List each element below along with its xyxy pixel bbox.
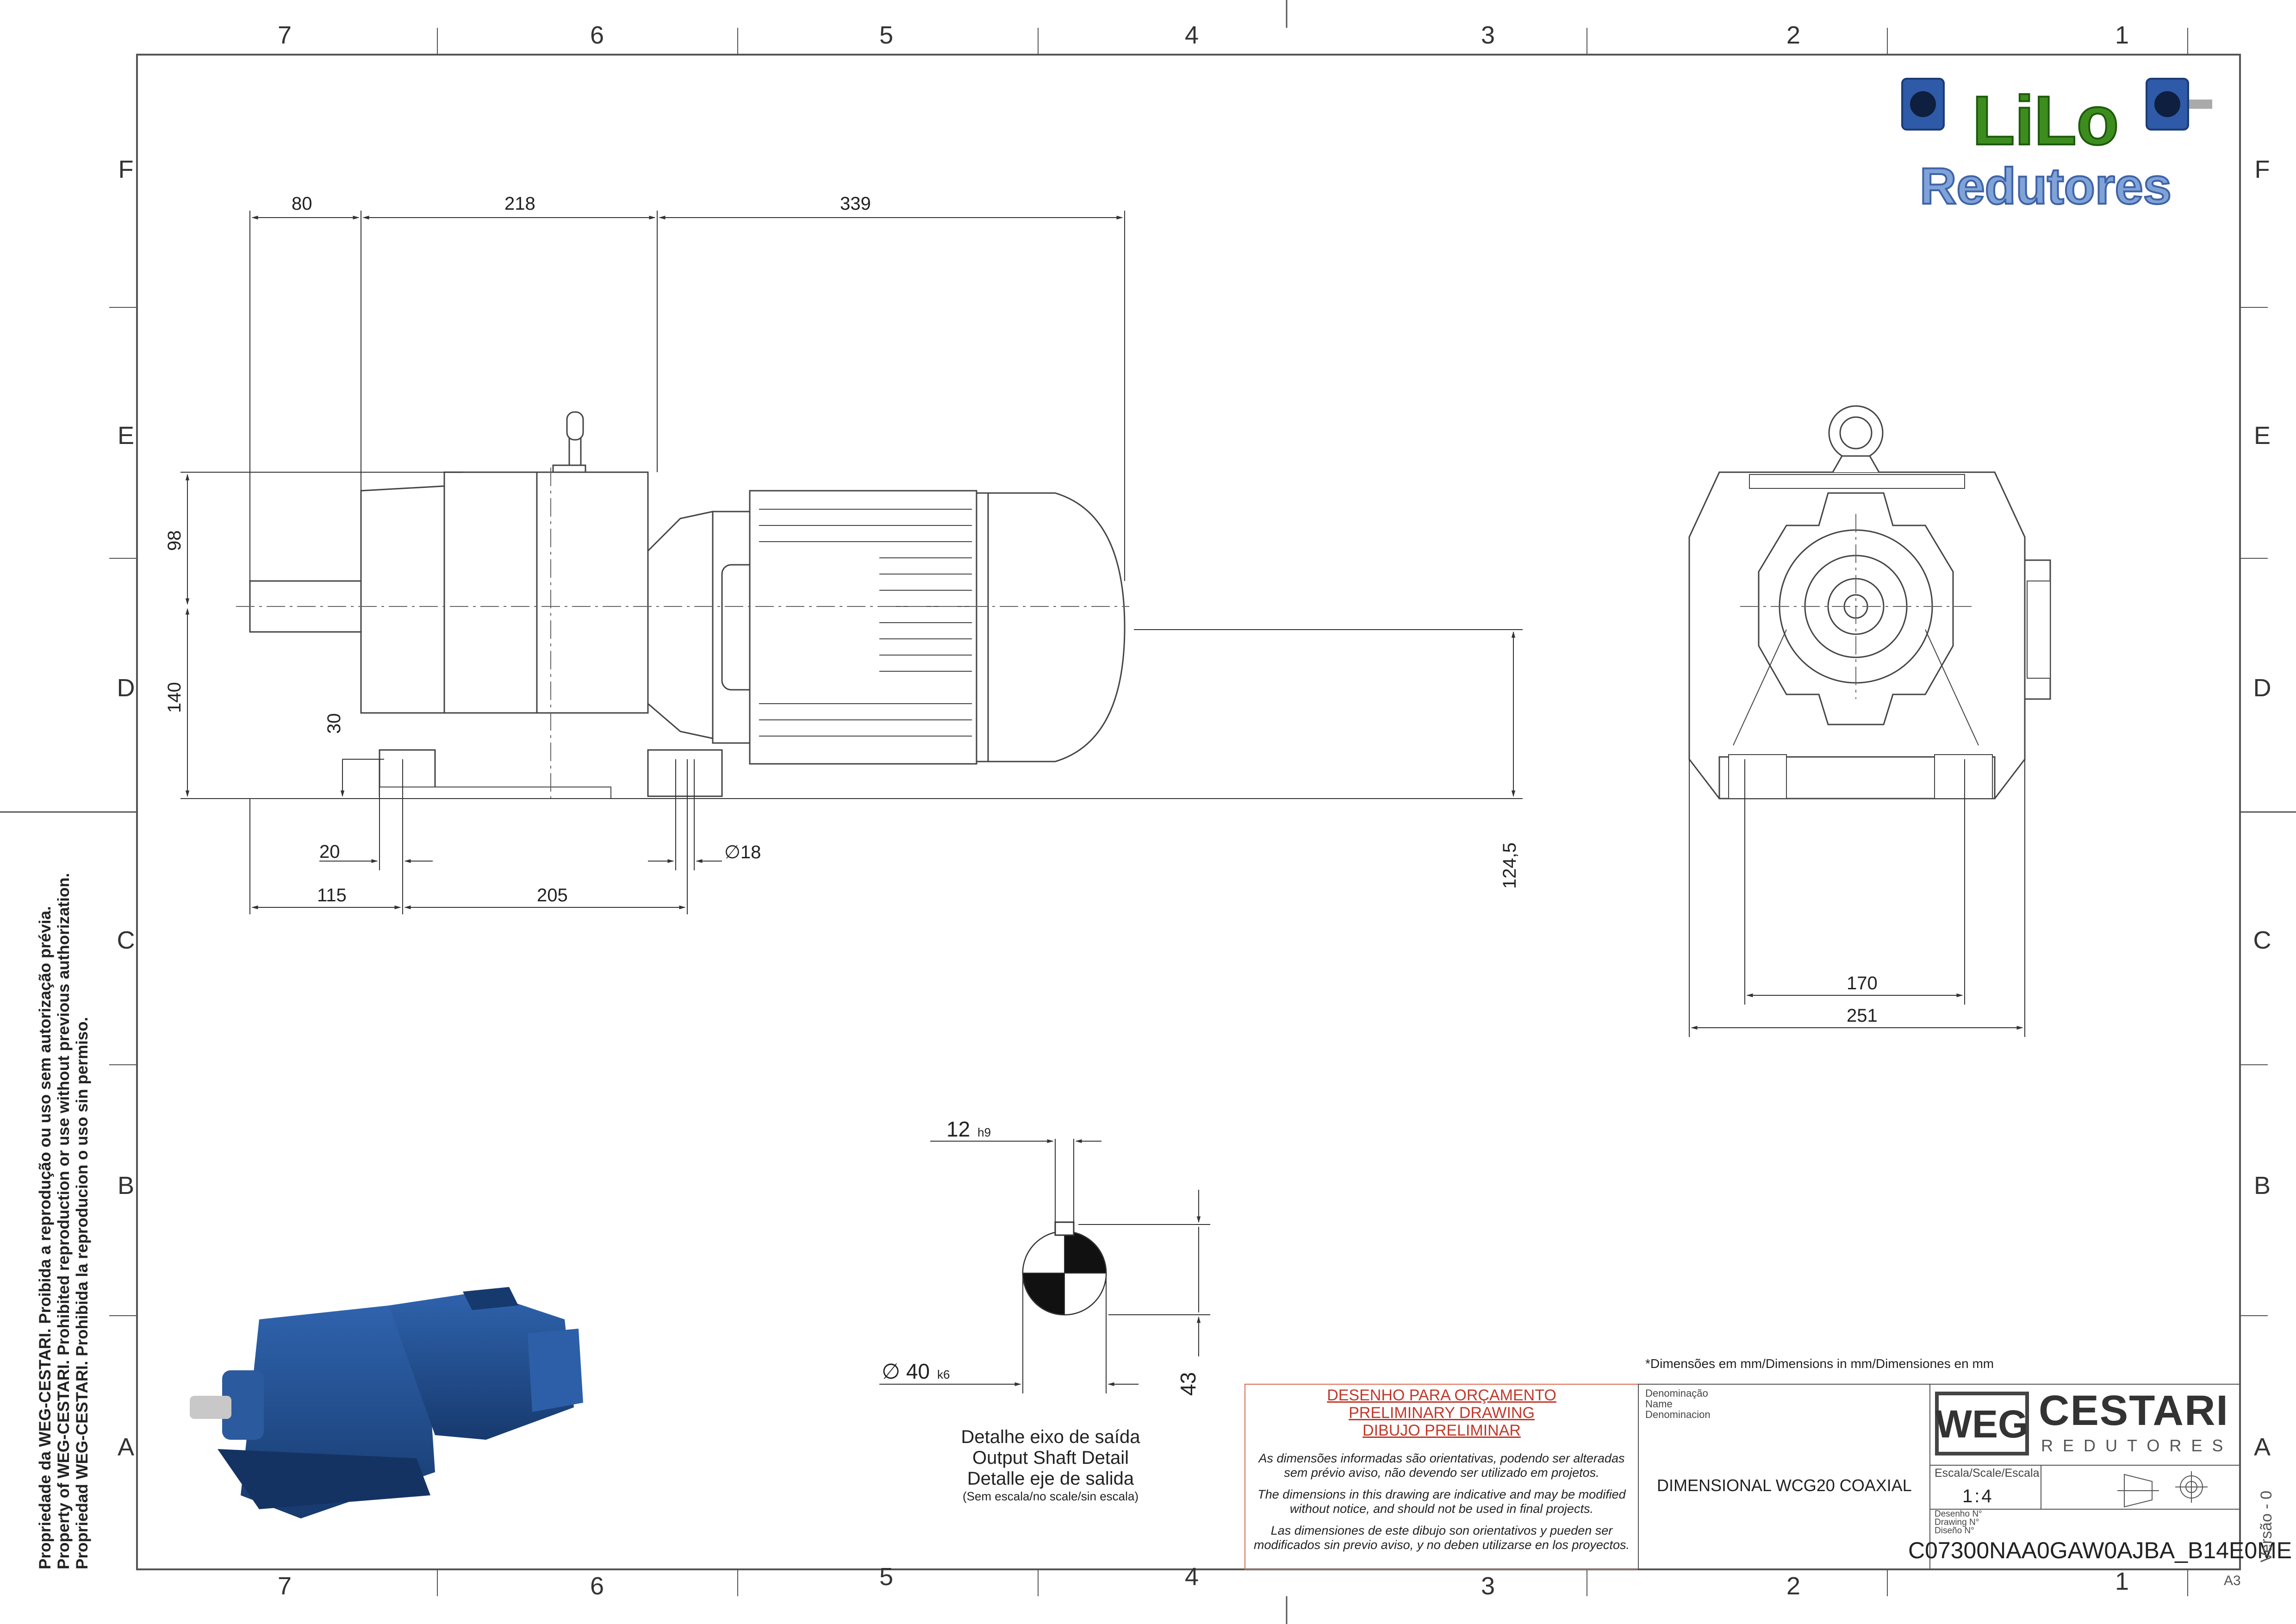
preliminary-notice: DESENHO PARA ORÇAMENTO PRELIMINARY DRAWI… [1245, 1387, 1638, 1552]
shaft-detail-caption: Detalhe eixo de saída Output Shaft Detai… [907, 1427, 1194, 1504]
dim-339: 339 [840, 194, 871, 214]
preliminary-es: DIBUJO PRELIMINAR [1363, 1422, 1521, 1439]
dim-170: 170 [1847, 973, 1878, 993]
shaft-detail-en: Output Shaft Detail [972, 1448, 1129, 1468]
dim-124-5: 124,5 [1500, 842, 1520, 889]
zone-top-7: 7 [277, 21, 292, 49]
shaft-detail-es: Detalle eje de salida [967, 1468, 1134, 1489]
zone-right-E: E [2253, 422, 2271, 450]
scale-label: Escala/Scale/Escala [1935, 1467, 2040, 1480]
front-view [1688, 405, 2051, 800]
scale-value: 1:4 [1962, 1486, 1994, 1506]
dim-218: 218 [504, 194, 535, 214]
disclaimer-pt-1: As dimensões informadas são orientativas… [1258, 1451, 1625, 1465]
dim-140: 140 [164, 682, 185, 713]
zone-right-B: B [2253, 1172, 2271, 1199]
disclaimer-pt-2: sem prévio aviso, não devendo ser utiliz… [1284, 1466, 1599, 1480]
disclaimer-es-2: modificados sin previo aviso, y no deben… [1254, 1538, 1630, 1552]
dim-98: 98 [164, 530, 185, 551]
property-notice-pt: Propriedade da WEG-CESTARI. Proibida a r… [36, 906, 54, 1569]
units-note: *Dimensões em mm/Dimensions in mm/Dimens… [1645, 1356, 1994, 1371]
weg-logo: WEG [1935, 1392, 2029, 1455]
property-notice-es: Propriedad WEG-CESTARI. Prohibida la rep… [73, 1017, 91, 1569]
weg-logo-text: WEG [1935, 1402, 2028, 1446]
property-notice-en: Property of WEG-CESTARI. Prohibited repr… [55, 873, 73, 1569]
denomination-label-es: Denominacion [1645, 1409, 1711, 1420]
zone-bottom-7: 7 [277, 1572, 292, 1600]
preliminary-en: PRELIMINARY DRAWING [1349, 1404, 1535, 1422]
zone-bottom-5: 5 [879, 1563, 894, 1591]
drawing-number: C07300NAA0GAW0AJBA_B14E0ME [1908, 1537, 2292, 1563]
lilo-logo: LiLo Redutores [1901, 78, 2212, 216]
dim-205: 205 [537, 885, 568, 906]
zone-left-A: A [117, 1433, 135, 1461]
product-image [190, 1287, 583, 1518]
denomination-label-pt: Denominação [1645, 1387, 1708, 1399]
drawing-name: DIMENSIONAL WCG20 COAXIAL [1657, 1476, 1912, 1495]
zone-bottom-2: 2 [1786, 1572, 1801, 1600]
zone-left-D: D [117, 674, 135, 702]
title-block [1244, 1384, 2240, 1570]
zone-bottom-6: 6 [590, 1572, 604, 1600]
zone-top-3: 3 [1481, 21, 1495, 49]
drawing-number-label-es: Diseño N° [1935, 1526, 1974, 1536]
dim-80: 80 [292, 194, 312, 214]
dim-115: 115 [317, 885, 347, 906]
zone-right-C: C [2253, 926, 2271, 954]
disclaimer-en-2: without notice, and should not be used i… [1290, 1502, 1593, 1516]
zone-left-F: F [118, 156, 134, 183]
zone-right-F: F [2254, 156, 2270, 183]
sheet-size: A3 [2224, 1573, 2241, 1588]
shaft-detail-graphic [879, 1139, 1210, 1393]
drawing-number-label-pt: Desenho N° [1935, 1509, 1982, 1519]
disclaimer-es-1: Las dimensiones de este dibujo son orien… [1270, 1524, 1613, 1537]
zone-left-C: C [117, 926, 135, 954]
zone-top-5: 5 [879, 21, 894, 49]
zone-top-4: 4 [1184, 21, 1199, 49]
dim-251: 251 [1847, 1006, 1878, 1026]
dimension-lines [180, 211, 2025, 1037]
shaft-detail-pt: Detalhe eixo de saída [961, 1427, 1140, 1447]
drawing-number-label-en: Drawing N° [1935, 1518, 1979, 1527]
side-view [249, 411, 1126, 799]
zone-bottom-3: 3 [1481, 1572, 1495, 1600]
lilo-logo-subtext: Redutores [1920, 158, 2172, 215]
front-centerlines [1740, 514, 1972, 699]
version-label: Versão - 0 [2258, 1491, 2275, 1562]
cestari-brand: CESTARI [2039, 1387, 2229, 1434]
shaft-detail-scale: (Sem escala/no scale/sin escala) [962, 1489, 1139, 1503]
dim-30: 30 [324, 713, 344, 734]
lilo-logo-text: LiLo [1972, 81, 2119, 159]
preliminary-pt: DESENHO PARA ORÇAMENTO [1327, 1387, 1556, 1404]
zone-top-6: 6 [590, 21, 604, 49]
zone-bottom-4: 4 [1184, 1563, 1199, 1591]
centerlines [236, 468, 1129, 801]
drawing-number-labels: Desenho N° Drawing N° Diseño N° [1935, 1510, 1982, 1535]
zone-left-E: E [117, 422, 135, 450]
disclaimer-en-1: The dimensions in this drawing are indic… [1257, 1487, 1626, 1501]
dim-20: 20 [319, 842, 340, 862]
zone-right-D: D [2253, 674, 2271, 702]
cestari-brand-sub: REDUTORES [2041, 1436, 2233, 1455]
denomination-label-en: Name [1645, 1398, 1673, 1410]
dim-43: 43 [1176, 1372, 1200, 1396]
zone-right-A: A [2253, 1433, 2271, 1461]
denomination-labels: Denominação Name Denominacion [1645, 1388, 1711, 1420]
dim-diameter-18: ∅18 [724, 842, 761, 862]
zone-left-B: B [117, 1172, 135, 1199]
zone-top-2: 2 [1786, 21, 1801, 49]
zone-top-1: 1 [2115, 21, 2129, 49]
zone-bottom-1: 1 [2115, 1568, 2129, 1595]
